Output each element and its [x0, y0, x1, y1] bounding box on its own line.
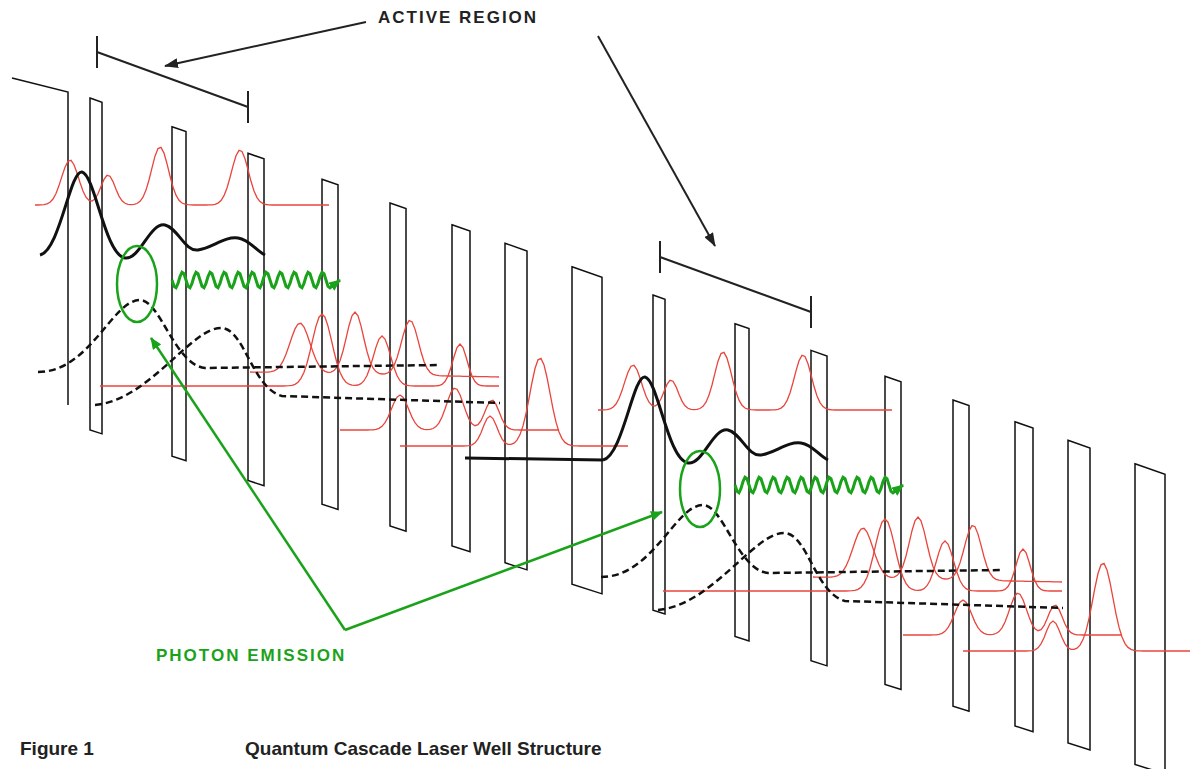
barrier: [90, 98, 102, 434]
barrier: [653, 295, 665, 614]
region-label: PHOTON EMISSION: [156, 646, 346, 666]
lower-state: [95, 328, 500, 405]
barrier: [885, 376, 901, 689]
upper-state-link: [465, 458, 603, 460]
photon-wave: [172, 272, 340, 288]
lower-state: [38, 300, 440, 372]
red-wavefunction: [400, 358, 628, 446]
leader-line: [598, 36, 715, 246]
barrier: [811, 350, 827, 665]
region-bracket: [97, 36, 248, 123]
red-wavefunctions: [35, 147, 628, 446]
figure-caption: Quantum Cascade Laser Well Structure: [245, 738, 602, 760]
barrier: [172, 127, 186, 461]
barrier: [1068, 440, 1090, 750]
barrier: [1135, 464, 1165, 769]
barrier: [1015, 422, 1033, 732]
figure-number: Figure 1: [20, 738, 94, 760]
red-wavefunction: [340, 388, 559, 430]
barrier-walls: [90, 98, 1165, 769]
red-wavefunction: [35, 147, 329, 205]
upper-state: [40, 172, 265, 258]
barrier: [953, 400, 969, 711]
leader-line: [345, 512, 662, 630]
cascade-period: [598, 241, 1190, 651]
barrier: [505, 243, 527, 570]
barrier: [322, 179, 338, 509]
leader-line: [165, 22, 366, 66]
leader-line: [151, 338, 345, 630]
emission-circle: [117, 246, 157, 322]
edge-barrier: [12, 78, 68, 405]
cascade-period: [35, 36, 628, 446]
region-label: ACTIVE REGION: [378, 8, 538, 28]
